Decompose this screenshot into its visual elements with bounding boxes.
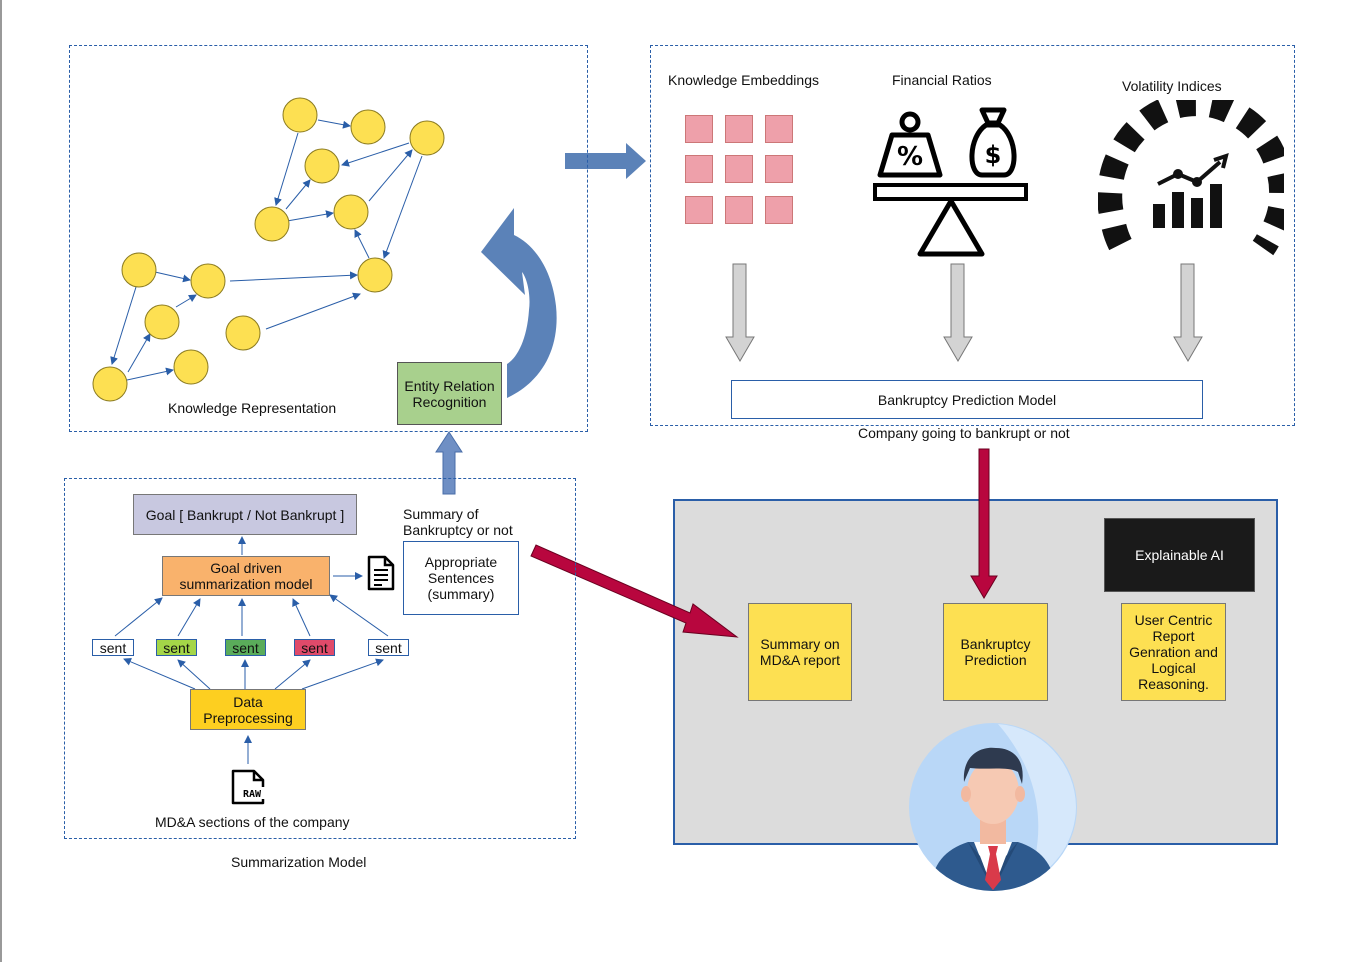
explainable-ai-box: Explainable AI xyxy=(1104,518,1255,592)
graph-node xyxy=(92,366,128,402)
graph-node xyxy=(190,263,226,299)
knowledge-label: Knowledge Representation xyxy=(168,400,337,416)
embedding-cell xyxy=(685,155,713,183)
embedding-cell xyxy=(725,196,753,224)
user-avatar-icon xyxy=(909,723,1077,891)
svg-text:$: $ xyxy=(985,141,1002,169)
summarization-panel xyxy=(64,478,576,839)
embedding-cell xyxy=(765,115,793,143)
output-caption: Company going to bankrupt or not xyxy=(858,425,1070,441)
gauge-bars xyxy=(1153,184,1222,228)
graph-edges xyxy=(110,119,423,381)
balance-scale-icon: % $ xyxy=(873,107,1028,257)
svg-text:%: % xyxy=(897,142,923,172)
sent-box-red: sent xyxy=(294,639,335,656)
embedding-cell xyxy=(765,196,793,224)
user-centric-box: User Centric Report Genration and Logica… xyxy=(1121,603,1226,701)
embedding-cell xyxy=(725,115,753,143)
graph-node xyxy=(409,120,445,156)
preprocessing-box: Data Preprocessing xyxy=(190,689,306,730)
graph-node xyxy=(225,315,261,351)
embedding-cell xyxy=(685,196,713,224)
summarization-edges xyxy=(114,536,389,764)
graph-node xyxy=(173,349,209,385)
up-arrow xyxy=(435,431,463,495)
knowledge-graph xyxy=(92,97,445,402)
graph-node xyxy=(254,206,290,242)
summarization-title: Summarization Model xyxy=(231,854,367,870)
graph-node xyxy=(121,252,157,288)
embedding-cell xyxy=(685,115,713,143)
summary-report-box: Summary on MD&A report xyxy=(748,603,852,701)
summary-arrow xyxy=(530,544,739,638)
embeddings-label: Knowledge Embeddings xyxy=(668,72,819,88)
appropriate-sentences-box: Appropriate Sentences (summary) xyxy=(403,541,519,615)
raw-file-icon: RAW xyxy=(231,769,266,805)
summary-caption: Summary of Bankruptcy or not xyxy=(403,506,513,538)
source-label: MD&A sections of the company xyxy=(155,814,350,830)
prediction-model-box: Bankruptcy Prediction Model xyxy=(731,380,1203,419)
knowledge-panel xyxy=(69,45,588,432)
graph-node xyxy=(144,304,180,340)
goal-model-box: Goal driven summarization model xyxy=(162,556,330,596)
graph-node xyxy=(282,97,318,133)
prediction-arrow xyxy=(970,448,998,599)
sent-box-lightgreen: sent xyxy=(156,639,197,656)
sent-box-green: sent xyxy=(225,639,266,656)
features-panel xyxy=(650,45,1295,426)
prediction-box: Bankruptcy Prediction xyxy=(943,603,1048,701)
volatility-label: Volatility Indices xyxy=(1122,78,1222,94)
embedding-cell xyxy=(765,155,793,183)
graph-node xyxy=(357,257,393,293)
sent-box-white-2: sent xyxy=(368,639,409,656)
gray-down-arrows xyxy=(725,263,1203,362)
raw-icon-text: RAW xyxy=(243,789,262,800)
volatility-gauge-icon xyxy=(1098,100,1284,256)
er-box: Entity Relation Recognition xyxy=(397,362,502,425)
graph-node xyxy=(333,194,369,230)
to-features-arrow xyxy=(565,143,646,179)
ratios-label: Financial Ratios xyxy=(892,72,992,88)
embedding-cell xyxy=(725,155,753,183)
graph-node xyxy=(304,148,340,184)
graph-node xyxy=(350,109,386,145)
sent-box-white: sent xyxy=(92,639,134,656)
curved-arrow xyxy=(481,208,557,398)
goal-box: Goal [ Bankrupt / Not Bankrupt ] xyxy=(133,494,357,535)
document-icon xyxy=(367,555,395,591)
gauge-segments xyxy=(1098,100,1284,256)
